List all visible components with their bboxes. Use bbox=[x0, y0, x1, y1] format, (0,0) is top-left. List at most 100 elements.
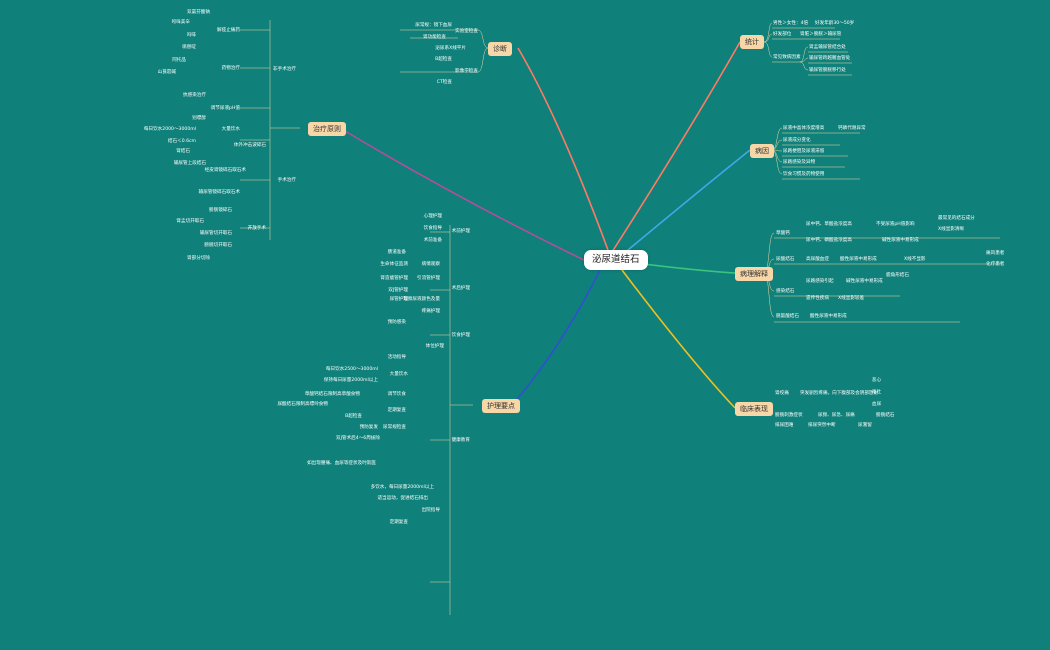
leaf: 尿路梗阻及尿液滞留 bbox=[783, 149, 825, 154]
leaf: 术前护理 bbox=[451, 229, 470, 234]
leaf: 酸性尿液中易形成 bbox=[840, 257, 877, 262]
leaf: 尿酸结石限制高嘌呤食物 bbox=[277, 402, 328, 407]
leaf: 健康教育 bbox=[451, 438, 470, 443]
leaf: 排尿困难 bbox=[775, 423, 794, 428]
leaf: 呕吐 bbox=[872, 390, 882, 395]
leaf: 生命体征监测 bbox=[380, 262, 408, 267]
leaf: 血尿 bbox=[872, 402, 882, 407]
leaf: 如出现腰痛、血尿等症状及时就医 bbox=[307, 461, 376, 466]
leaf: 吲哚美辛 bbox=[171, 20, 190, 25]
leaf: 开放手术 bbox=[247, 226, 266, 231]
leaf: 多饮水，每日尿量2000ml以上 bbox=[370, 485, 434, 490]
leaf: 常见致病因素 bbox=[773, 55, 801, 60]
leaf: 胱氨酸结石 bbox=[776, 314, 799, 319]
leaf: 好发部位 bbox=[773, 32, 792, 37]
leaf: 解痉止痛药 bbox=[217, 28, 240, 33]
leaf: 碱性尿液中易形成 bbox=[882, 238, 919, 243]
leaf: 结石＜0.6cm bbox=[167, 139, 196, 144]
branch-zhenduan[interactable]: 诊断 bbox=[488, 42, 512, 56]
leaf: 尿管护理 bbox=[389, 297, 408, 302]
leaf: X线显影清晰 bbox=[938, 227, 965, 232]
leaf: 膀胱镜碎石 bbox=[209, 208, 232, 213]
leaf: 感染结石 bbox=[776, 289, 795, 294]
leaf: 膀胱切开取石 bbox=[204, 243, 232, 248]
leaf: 药物治疗 bbox=[221, 66, 240, 71]
leaf: 手术治疗 bbox=[277, 178, 296, 183]
leaf: 膀胱刺激症状 bbox=[775, 413, 803, 418]
leaf: 痛风患者 bbox=[986, 251, 1005, 256]
leaf: 尿酸结石 bbox=[776, 257, 795, 262]
leaf: 肾盂切开取石 bbox=[176, 219, 204, 224]
leaf: 阿托品 bbox=[172, 58, 186, 63]
leaf: 突发剧烈疼痛，向下腹部及会阴部放射 bbox=[800, 391, 879, 396]
leaf: 每日饮水2500～3000ml bbox=[325, 367, 378, 372]
leaf: 双氯芬酸钠 bbox=[187, 10, 210, 15]
leaf: 肾结石 bbox=[176, 149, 190, 154]
leaf: 双J管护理 bbox=[388, 288, 408, 293]
leaf: 膀胱结石 bbox=[876, 413, 895, 418]
branch-zhiliao[interactable]: 治疗原则 bbox=[308, 122, 346, 136]
leaf: B超检查 bbox=[435, 57, 452, 62]
leaf: 预防感染 bbox=[387, 320, 406, 325]
leaf: 化疗患者 bbox=[986, 262, 1005, 267]
leaf: 引流管护理 bbox=[417, 276, 440, 281]
branch-tongji[interactable]: 统计 bbox=[740, 35, 764, 49]
leaf: 不受尿液pH值影响 bbox=[876, 222, 915, 227]
leaf: 尿中钙、磷酸盐浓度高 bbox=[806, 238, 852, 243]
leaf: 山莨菪碱 bbox=[157, 70, 176, 75]
leaf: 最常见的结石成分 bbox=[938, 216, 975, 221]
leaf: 心理护理 bbox=[423, 214, 442, 219]
leaf: 实验室检查 bbox=[455, 29, 478, 34]
leaf: CT检查 bbox=[436, 80, 452, 85]
leaf: 尿常规：镜下血尿 bbox=[415, 23, 452, 28]
leaf: 尿液中晶体浓度增高 bbox=[783, 126, 825, 131]
leaf: 病情观察 bbox=[421, 262, 440, 267]
leaf: 保持每日尿量2000ml以上 bbox=[323, 378, 378, 383]
leaf: 饮食护理 bbox=[451, 333, 470, 338]
leaf: 出院指导 bbox=[421, 508, 440, 513]
leaf: 输尿管膀胱移行处 bbox=[809, 68, 846, 73]
leaf: 尿常规检查 bbox=[383, 425, 406, 430]
leaf: 好发年龄30～50岁 bbox=[815, 21, 855, 26]
leaf: 术后护理 bbox=[451, 286, 470, 291]
leaf: 观察尿液颜色及量 bbox=[403, 297, 440, 302]
leaf: 肾功能检查 bbox=[423, 35, 446, 40]
leaf: 钙磷代谢异常 bbox=[838, 126, 866, 131]
leaf: 调节饮食 bbox=[387, 392, 406, 397]
branch-bingyin[interactable]: 病因 bbox=[750, 144, 774, 158]
leaf: 尿潴留 bbox=[858, 423, 872, 428]
branch-bingli[interactable]: 病理解释 bbox=[735, 267, 773, 281]
leaf: 高尿酸血症 bbox=[806, 257, 829, 262]
leaf: 肠道准备 bbox=[387, 250, 406, 255]
leaf: 肾部分切除 bbox=[187, 256, 210, 261]
leaf: 肾造瘘管护理 bbox=[380, 276, 408, 281]
leaf: 定期复查 bbox=[387, 408, 406, 413]
leaf: 术前准备 bbox=[423, 238, 442, 243]
branch-huli[interactable]: 护理要点 bbox=[482, 399, 520, 413]
leaf: 输尿管上段结石 bbox=[173, 161, 206, 166]
leaf: 影像学检查 bbox=[455, 69, 478, 74]
leaf: 活动指导 bbox=[387, 355, 406, 360]
leaf: 哌替啶 bbox=[182, 45, 196, 50]
leaf: 疼痛护理 bbox=[421, 309, 440, 314]
leaf: 尿路感染及异物 bbox=[783, 160, 816, 165]
leaf: 定期复查 bbox=[389, 520, 408, 525]
leaf: 肾绞痛 bbox=[775, 391, 789, 396]
leaf: 饮食指导 bbox=[423, 226, 442, 231]
leaf: 尿路感染引起 bbox=[806, 279, 834, 284]
branch-linchuang[interactable]: 临床表现 bbox=[735, 402, 773, 416]
central-topic[interactable]: 泌尿道结石 bbox=[584, 250, 648, 270]
leaf: 体外冲击波碎石 bbox=[233, 143, 266, 148]
leaf: 泌尿系X线平片 bbox=[435, 46, 466, 51]
leaf: 输尿管跨越髂血管处 bbox=[809, 56, 851, 61]
leaf: 尿中钙、草酸盐浓度高 bbox=[806, 222, 852, 227]
leaf: 抗感染治疗 bbox=[183, 93, 206, 98]
leaf: 排尿突然中断 bbox=[808, 423, 836, 428]
leaf: 预防复发 bbox=[359, 425, 378, 430]
leaf: 适当运动，促进结石排出 bbox=[377, 496, 428, 501]
leaf: 大量饮水 bbox=[221, 127, 240, 132]
leaf: 每日饮水2000～3000ml bbox=[143, 127, 196, 132]
leaf: 酸性尿液中易形成 bbox=[810, 314, 847, 319]
leaf: 碱性尿液中易形成 bbox=[846, 279, 883, 284]
